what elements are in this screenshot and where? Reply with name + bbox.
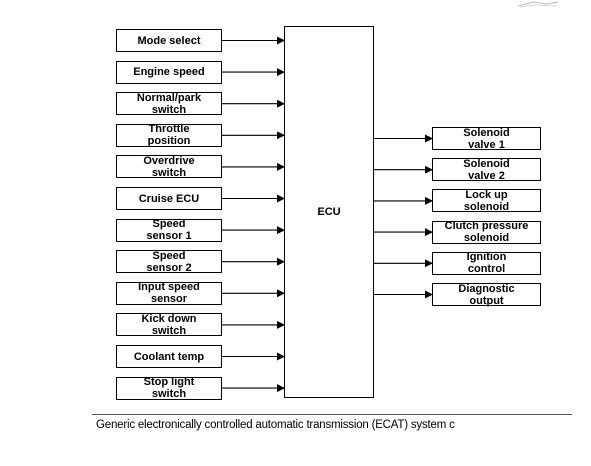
corner-decoration: [517, 1, 559, 8]
output-box-6: Diagnostic output: [432, 283, 541, 307]
input-box-11: Coolant temp: [116, 345, 222, 368]
ecu-block: ECU: [284, 26, 374, 398]
input-box-5: Overdrive switch: [116, 155, 222, 179]
output-box-4: Clutch pressure solenoid: [432, 220, 541, 244]
input-box-6: Cruise ECU: [116, 187, 222, 210]
ecu-label: ECU: [317, 206, 341, 218]
caption-rule: [92, 414, 572, 415]
output-box-2: Solenoid valve 2: [432, 158, 541, 182]
input-box-1: Mode select: [116, 29, 222, 52]
input-box-9: Input speed sensor: [116, 281, 222, 305]
output-box-1: Solenoid valve 1: [432, 127, 541, 151]
input-box-2: Engine speed: [116, 60, 222, 84]
input-box-4: Throttle position: [116, 123, 222, 147]
input-box-12: Stop light switch: [116, 376, 222, 400]
input-box-10: Kick down switch: [116, 313, 222, 337]
output-box-3: Lock up solenoid: [432, 189, 541, 213]
figure-caption: Generic electronically controlled automa…: [96, 419, 455, 431]
output-box-5: Ignition control: [432, 251, 541, 275]
input-box-3: Normal/park switch: [116, 92, 222, 116]
input-box-7: Speed sensor 1: [116, 218, 222, 242]
input-box-8: Speed sensor 2: [116, 250, 222, 274]
